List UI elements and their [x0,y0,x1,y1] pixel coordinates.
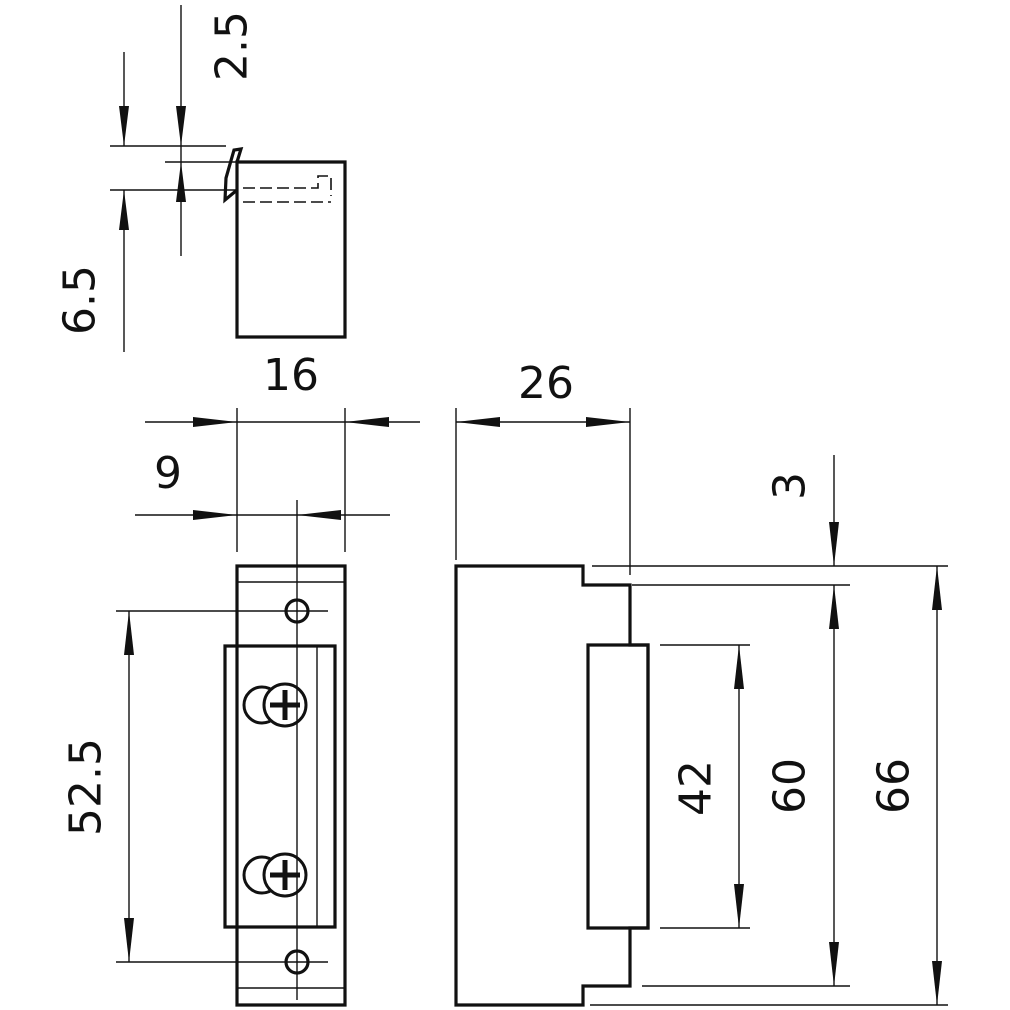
front-view: 16 9 52.5 [61,350,420,1007]
dimension-label-3: 3 [765,472,816,500]
dimension-arrow [176,106,186,146]
dimension-arrow [456,417,500,427]
dimension-arrow [932,961,942,1005]
dimension-arrow [297,510,341,520]
front-view-plate [235,564,347,1007]
side-view-strike [586,643,650,930]
dimension-arrow [932,566,942,610]
dimension-label-42: 42 [671,760,722,816]
top-view-lip [223,147,244,204]
dimension-arrow [119,190,129,230]
dimension-label-52-5: 52.5 [61,738,112,836]
top-view: 2.5 6.5 [55,5,347,352]
dimension-arrow [119,106,129,146]
dimension-label-60: 60 [765,758,816,814]
top-view-hidden-line-upper [243,175,332,196]
dimension-arrow [829,942,839,986]
dimension-arrow [176,162,186,202]
dimension-arrow [734,645,744,689]
dimension-arrow [124,918,134,962]
side-view-body [454,564,650,1007]
side-view: 26 3 42 60 66 [454,358,948,1007]
screw-icon [242,682,308,728]
dimension-arrow [193,510,237,520]
dimension-label-2-5: 2.5 [207,11,258,81]
dimension-arrow [124,611,134,655]
top-view-body [235,160,347,339]
dimension-arrow [734,884,744,928]
dimension-label-66: 66 [869,758,920,814]
dimension-label-16: 16 [263,350,319,401]
dimension-arrow [829,585,839,629]
dimension-label-6-5: 6.5 [55,265,106,335]
dimension-arrow [345,417,389,427]
dimension-label-26: 26 [518,358,574,409]
screw-icon [242,852,308,898]
front-view-inset [223,644,337,929]
dimension-label-9: 9 [154,448,182,499]
dimension-arrow [193,417,237,427]
dimension-arrow [586,417,630,427]
dimension-arrow [829,522,839,566]
